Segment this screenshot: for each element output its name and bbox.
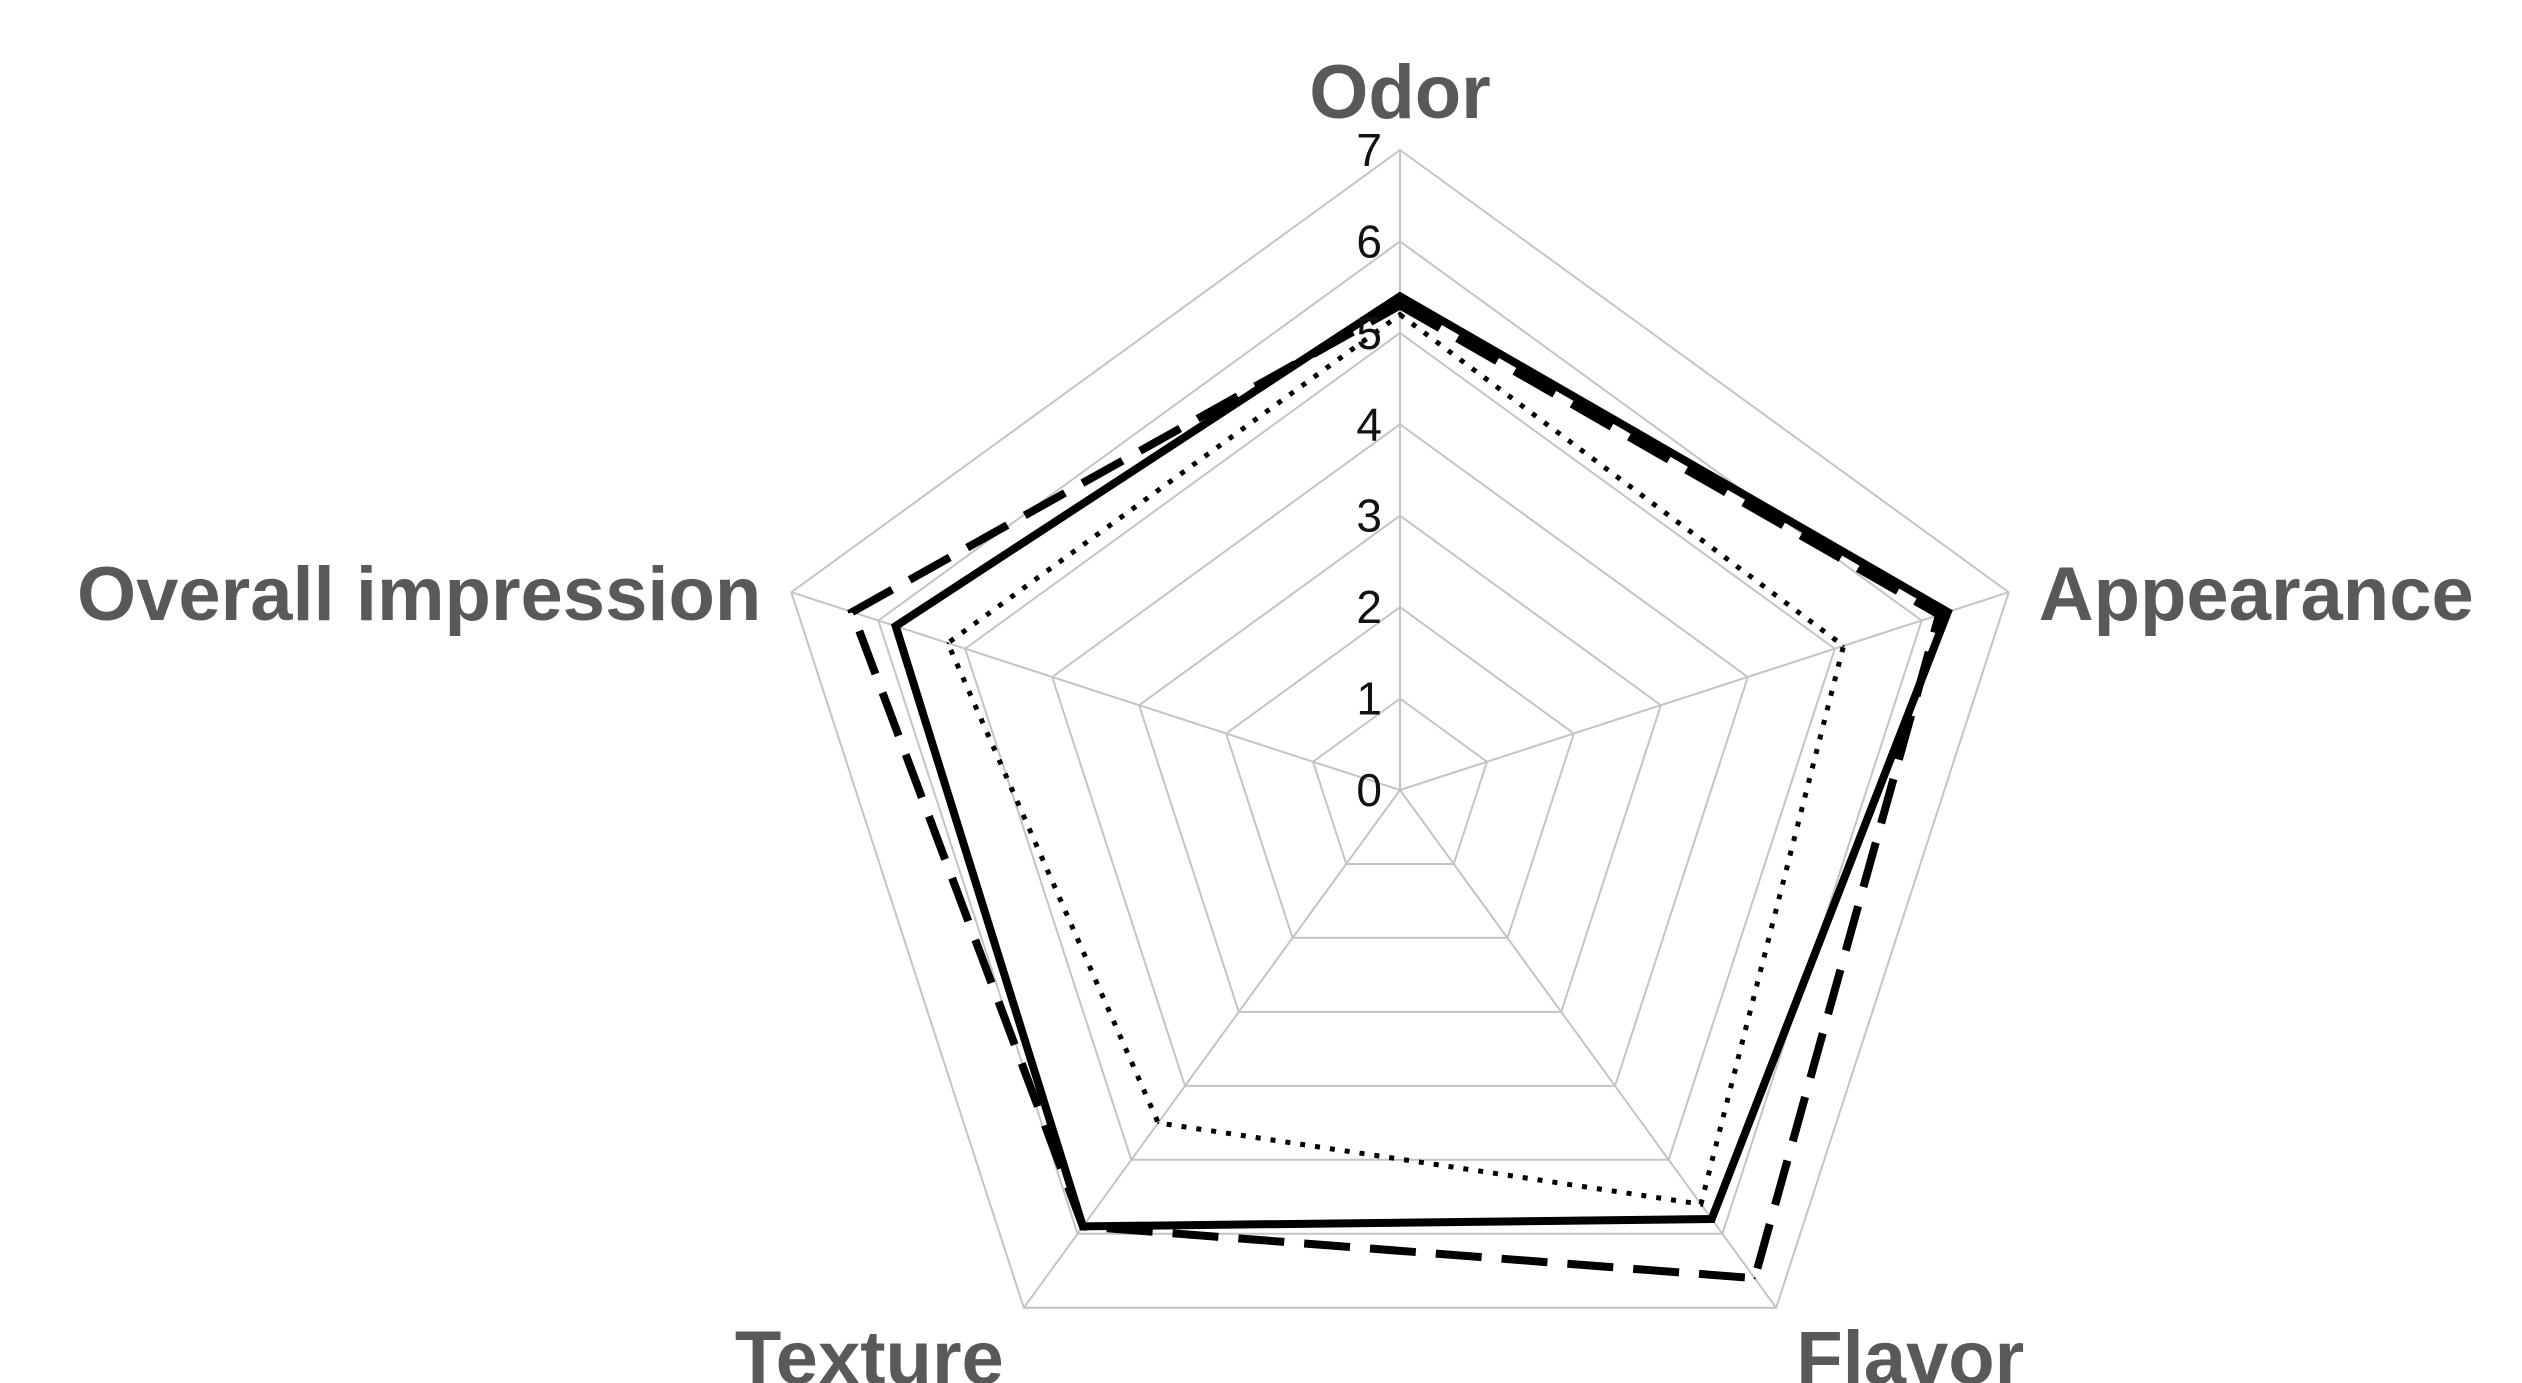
grid-ring-1 <box>1311 697 1489 865</box>
axis-label-odor: Odor <box>1309 50 1491 135</box>
data-point-dotted-0 <box>1399 313 1401 316</box>
axis-label-texture: Texture <box>735 1316 1004 1383</box>
grid-ring-7 <box>790 148 2010 1309</box>
grid-spoke-4 <box>790 591 1401 791</box>
grid-ring-5 <box>964 331 1836 1161</box>
tick-label-2: 2 <box>1356 581 1382 633</box>
tick-label-1: 1 <box>1356 673 1382 725</box>
tick-label-5: 5 <box>1356 307 1382 359</box>
series-layer <box>847 291 1953 1283</box>
axis-label-overall-impression: Overall impression <box>77 552 761 637</box>
tick-label-6: 6 <box>1356 215 1382 267</box>
tick-label-0: 0 <box>1356 764 1382 816</box>
grid-layer <box>790 148 2010 1309</box>
series-line-dotted <box>944 311 1847 1208</box>
axis-label-flavor: Flavor <box>1796 1316 2024 1383</box>
data-point-dashed-0 <box>1399 304 1401 307</box>
data-point-dotted-4 <box>946 642 949 645</box>
series-line-solid <box>890 291 1953 1231</box>
tick-label-7: 7 <box>1356 124 1382 176</box>
data-point-dotted-3 <box>1157 1121 1160 1124</box>
data-point-solid-2 <box>1710 1218 1713 1220</box>
grid-ring-2 <box>1224 605 1576 939</box>
grid-spoke-3 <box>1022 789 1401 1309</box>
data-point-dotted-2 <box>1699 1203 1702 1206</box>
grid-spoke-1 <box>1399 591 2010 791</box>
data-point-dashed-1 <box>1938 613 1941 616</box>
axis-label-appearance: Appearance <box>2039 552 2474 637</box>
grid-ring-4 <box>1051 423 1749 1087</box>
data-point-dashed-2 <box>1753 1277 1756 1280</box>
series-line-dashed <box>847 300 1944 1283</box>
data-point-solid-4 <box>894 625 897 628</box>
data-point-dotted-1 <box>1842 644 1845 647</box>
data-point-dashed-3 <box>1081 1225 1084 1228</box>
data-point-solid-0 <box>1399 295 1401 298</box>
tick-layer: 0 1 2 3 4 5 6 7 <box>1356 124 1382 816</box>
tick-label-3: 3 <box>1356 490 1382 542</box>
data-point-solid-1 <box>1946 611 1949 613</box>
tick-label-4: 4 <box>1356 398 1382 450</box>
grid-spoke-2 <box>1399 789 1778 1309</box>
data-point-dashed-4 <box>851 611 854 613</box>
grid-ring-3 <box>1137 514 1663 1013</box>
